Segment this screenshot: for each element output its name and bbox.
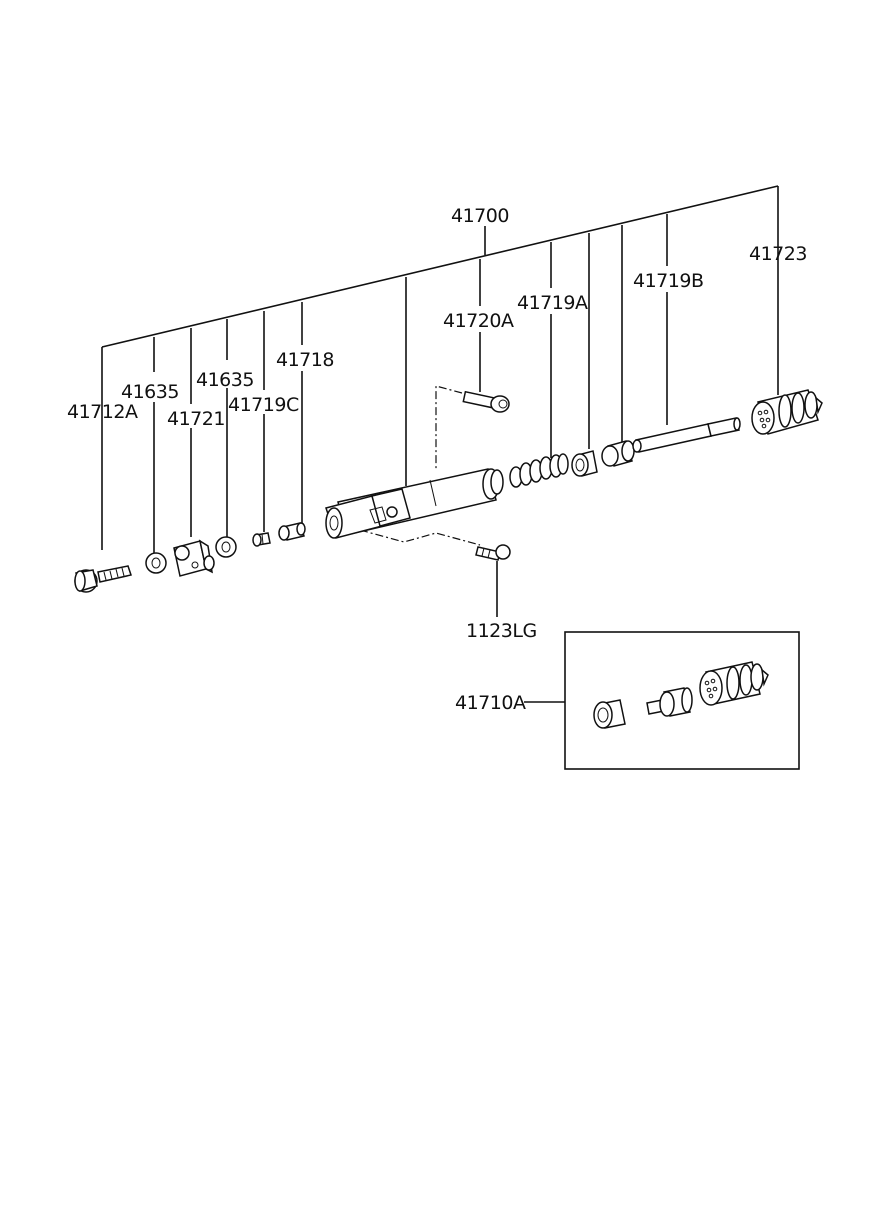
label-41719A: 41719A	[517, 292, 588, 314]
label-41712A: 41712A	[67, 401, 138, 423]
label-41635-b: 41635	[196, 369, 254, 391]
part-41723-piston-assembly	[751, 389, 823, 435]
part-41700-cylinder-body	[325, 468, 504, 539]
kit-41710A-box	[524, 631, 800, 770]
label-41635-a: 41635	[121, 381, 179, 403]
label-41723: 41723	[749, 243, 807, 265]
part-41720A-bolt	[462, 390, 510, 413]
label-41721: 41721	[167, 408, 225, 430]
label-41718: 41718	[276, 349, 334, 371]
part-cup-seal	[571, 450, 598, 477]
leader-lines	[153, 214, 668, 617]
label-41700: 41700	[451, 205, 509, 227]
part-41635-washer-b	[215, 536, 237, 558]
label-41720A: 41720A	[443, 310, 514, 332]
label-41719C: 41719C	[228, 394, 299, 416]
part-41719B-push-rod	[632, 417, 741, 453]
part-labels: 41700 41723 41719B 41719A 41720A 41718 4…	[67, 205, 807, 714]
part-41721-fitting-block	[173, 539, 215, 577]
assembly-dash-lines	[359, 385, 481, 546]
label-41710A: 41710A	[455, 692, 526, 714]
assembly-41700-bracket	[101, 185, 779, 550]
part-41635-washer-a	[145, 552, 167, 574]
part-41712A-bolt	[74, 565, 132, 593]
part-41719A-spring	[509, 453, 569, 488]
part-41718-plug	[278, 522, 306, 541]
part-1123LG-screw	[475, 544, 511, 561]
part-piston-head	[601, 440, 635, 467]
part-41719C-spring	[252, 532, 271, 547]
label-41719B: 41719B	[633, 270, 703, 292]
label-1123LG: 1123LG	[466, 620, 537, 642]
